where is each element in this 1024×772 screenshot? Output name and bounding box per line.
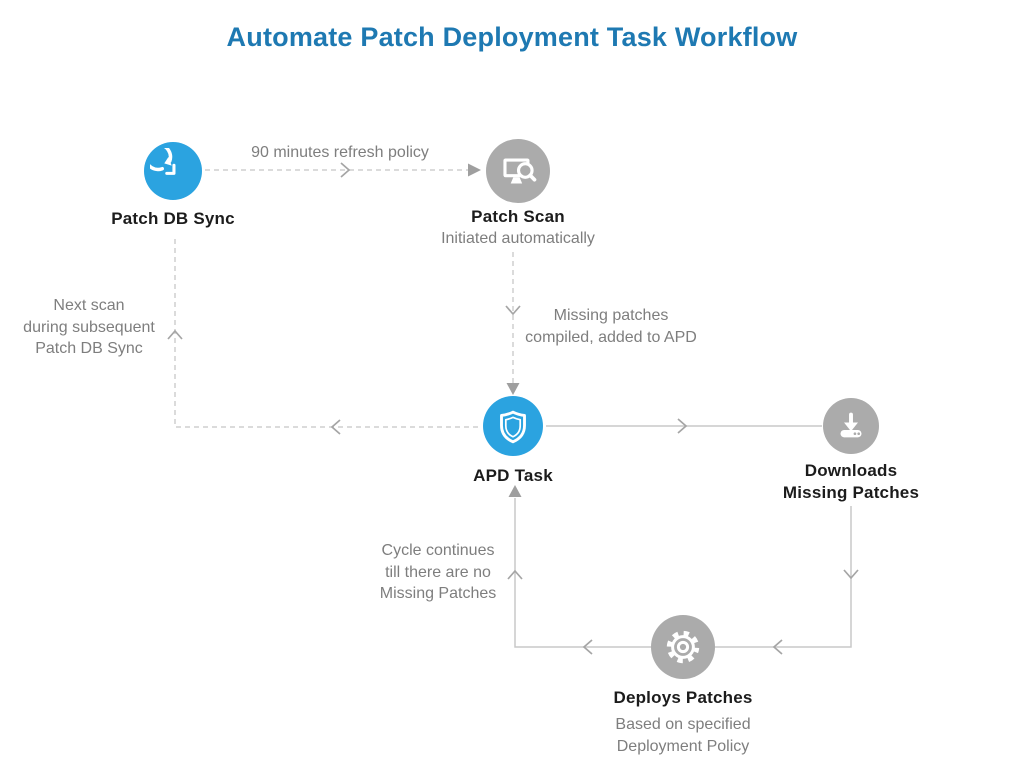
apd-task-label: APD Task [473, 466, 553, 485]
missing-patches-annotation: Missing patches compiled, added to APD [525, 307, 697, 346]
edge-bottom-chevron-left [582, 639, 593, 655]
edge-apd-to-dbsync-chevron-left [330, 419, 341, 435]
download-icon [840, 412, 862, 438]
edge-dbsync-to-scan-arrowhead [468, 163, 481, 177]
monitor-search-icon [503, 158, 537, 184]
refresh-policy-annotation: 90 minutes refresh policy [251, 144, 429, 161]
downloads-label: Downloads Missing Patches [782, 461, 920, 502]
next-scan-annotation: Next scan during subsequent Patch DB Syn… [23, 297, 155, 357]
node-deploys-patches [651, 615, 715, 679]
cycle-continues-annotation: Cycle continues till there are no Missin… [379, 542, 497, 602]
edge-scan-to-apd-arrowhead [506, 383, 520, 395]
deploys-patches-label: Deploys Patches [613, 688, 753, 707]
edge-scan-to-apd-chevron [505, 305, 521, 316]
edge-bottom-chevron-right [772, 639, 783, 655]
node-downloads [823, 398, 879, 454]
edge-apd-to-dbsync-chevron-up [167, 329, 183, 340]
edge-dbsync-to-scan-chevron [340, 162, 351, 178]
deploys-patches-sublabel: Based on specified Deployment Policy [615, 716, 751, 755]
edge-downloads-down-chevron [843, 569, 859, 580]
page-title: Automate Patch Deployment Task Workflow [226, 22, 798, 52]
edge-apd-to-downloads-chevron [677, 418, 688, 434]
edge-cycle-up-arrowhead [508, 485, 522, 497]
node-apd-task [483, 396, 543, 456]
gear-icon [666, 630, 700, 664]
node-patch-scan [486, 139, 550, 203]
node-patch-db-sync [144, 142, 202, 200]
shield-icon [500, 410, 526, 444]
edge-apd-to-dbsync [174, 237, 478, 428]
patch-scan-label: Patch Scan [471, 207, 565, 226]
patch-scan-sublabel: Initiated automatically [441, 230, 595, 247]
edge-cycle-up-chevron [507, 569, 523, 580]
patch-db-sync-label: Patch DB Sync [111, 209, 235, 228]
history-icon [150, 148, 176, 175]
